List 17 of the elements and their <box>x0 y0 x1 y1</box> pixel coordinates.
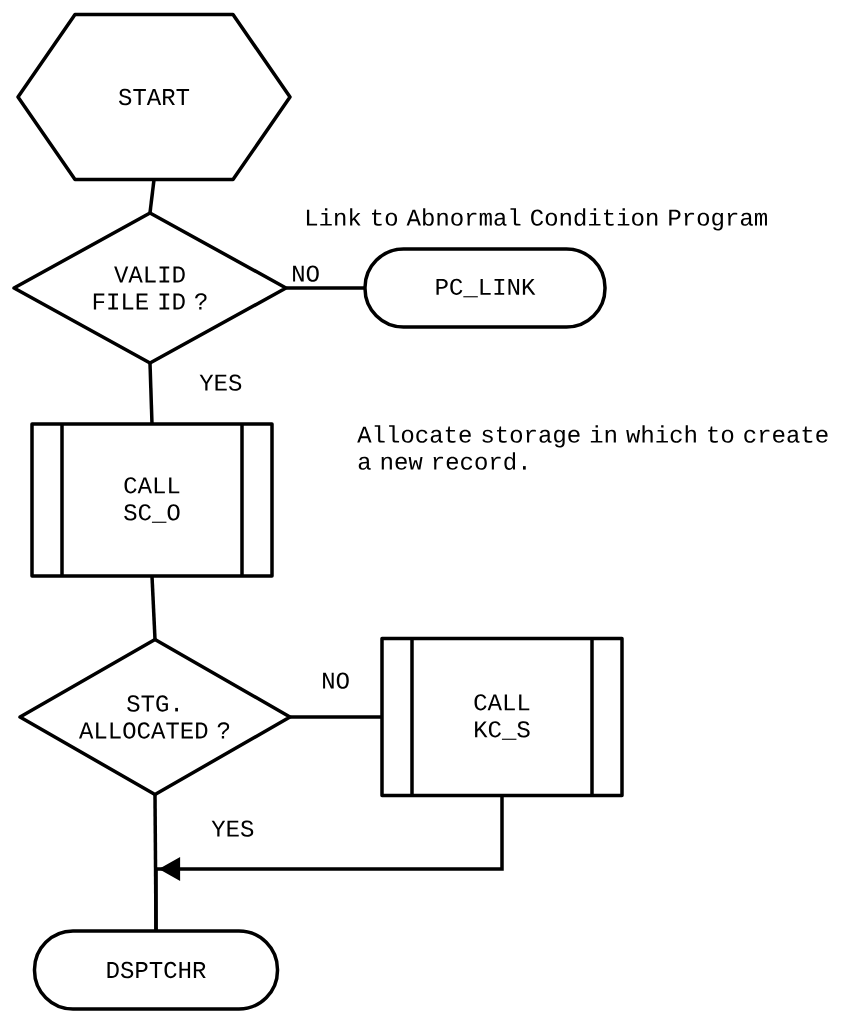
subroutine-box: CALL SC_O <box>30 422 274 578</box>
terminal-box: PC_LINK <box>363 247 607 329</box>
note-text: Allocate storage in which to create a new record. <box>357 425 828 470</box>
connector-line <box>154 795 504 931</box>
edge-label: YES <box>210 819 256 838</box>
subroutine-box: CALL KC_S <box>380 636 624 798</box>
terminal-box: DSPTCHR <box>32 929 280 1011</box>
start-hexagon: START <box>16 12 292 182</box>
edge-label: YES <box>198 373 244 392</box>
note-text: Link to Abnormal Condition Program <box>306 208 767 231</box>
connector-line <box>148 363 154 424</box>
connector-line <box>148 179 156 213</box>
edge-label: NO <box>290 264 321 283</box>
connector-line <box>290 715 382 719</box>
edge-label: NO <box>320 671 351 690</box>
connector-line <box>286 286 365 290</box>
connector-line <box>150 576 157 640</box>
